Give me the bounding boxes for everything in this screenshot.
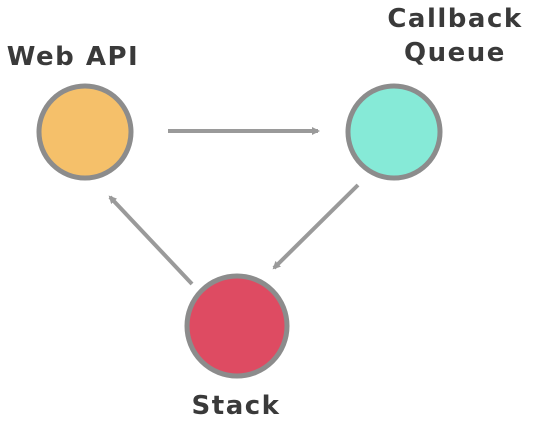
callback-queue-node [345, 83, 443, 181]
arrow-callback-queue-to-stack [272, 183, 360, 270]
web-api-label: Web API [6, 42, 140, 72]
web-api-node [36, 83, 134, 181]
callback-queue-label-line1: Callback [387, 4, 523, 34]
arrow-stack-to-webapi [108, 195, 194, 286]
stack-node [184, 273, 290, 379]
callback-queue-label: Callback Queue [378, 2, 532, 70]
callback-queue-label-line2: Queue [404, 38, 506, 68]
stack-label: Stack [191, 391, 281, 421]
